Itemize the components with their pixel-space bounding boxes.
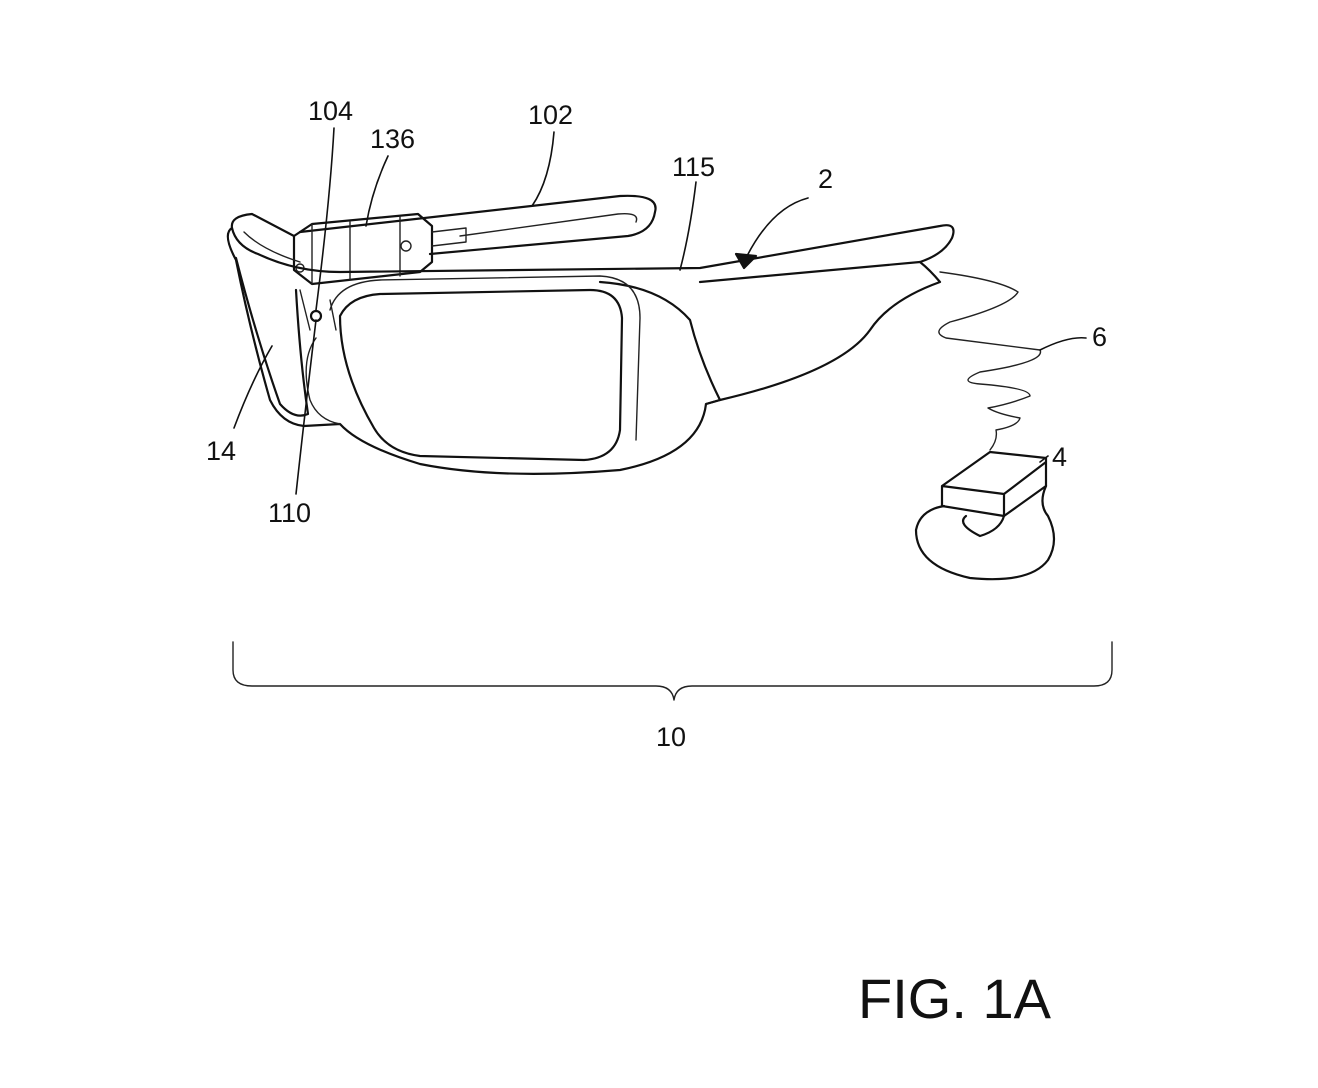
ref-label-14: 14 — [206, 436, 236, 466]
head-mounted-display-glasses — [226, 194, 955, 475]
leader-lines — [233, 127, 1087, 495]
ref-label-10: 10 — [656, 722, 686, 752]
lens-rim-inner — [329, 275, 641, 441]
ref-label-4: 4 — [1052, 442, 1067, 472]
leader-14 — [233, 345, 273, 429]
arrowhead-2 — [734, 252, 758, 270]
leader-6 — [1039, 336, 1087, 351]
lens-frame-outer — [226, 226, 722, 475]
far-temple-arm-inner — [459, 212, 638, 237]
leader-110 — [295, 319, 317, 495]
leader-136 — [365, 155, 389, 227]
frame-brow-inner — [243, 231, 301, 263]
leader-115 — [679, 181, 697, 271]
wristband — [914, 484, 1056, 581]
ref-label-115: 115 — [672, 152, 715, 182]
ref-label-2: 2 — [818, 164, 833, 194]
leader-4 — [1039, 455, 1049, 463]
leader-2 — [743, 197, 809, 263]
figure-caption: FIG. 1A — [858, 967, 1052, 1030]
frame-brow — [230, 212, 955, 284]
far-temple-arm — [298, 194, 657, 256]
leader-104 — [315, 127, 335, 311]
side-shield — [234, 256, 310, 417]
reference-labels: 104 136 102 115 2 6 4 14 110 10 — [206, 96, 1107, 752]
lens — [338, 288, 624, 462]
near-temple-arm — [704, 260, 942, 406]
electronics-module — [292, 212, 467, 286]
processing-unit-wristband — [914, 450, 1056, 581]
ref-label-110: 110 — [268, 498, 311, 528]
ref-label-136: 136 — [370, 124, 415, 154]
processing-unit-box — [940, 450, 1048, 518]
ref-label-104: 104 — [308, 96, 353, 126]
nose-pad — [305, 337, 341, 425]
tether-cable — [938, 271, 1042, 451]
system-brace — [232, 641, 1113, 701]
leader-102 — [531, 131, 555, 207]
ref-label-102: 102 — [528, 100, 573, 130]
ref-label-6: 6 — [1092, 322, 1107, 352]
